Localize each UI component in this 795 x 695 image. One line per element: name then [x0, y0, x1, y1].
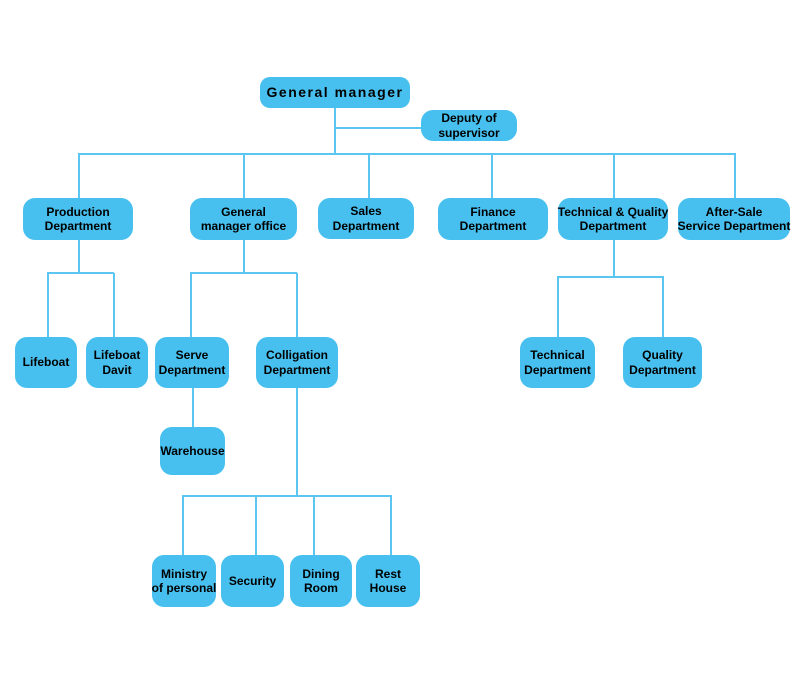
connector-line [182, 496, 184, 555]
connector-line [296, 388, 298, 496]
connector-line [613, 240, 615, 277]
connector-line [557, 276, 664, 278]
connector-line [78, 240, 80, 274]
connector-line [613, 154, 615, 198]
org-node-label: Technical Department [524, 348, 591, 377]
org-node-label: Deputy of supervisor [438, 111, 500, 140]
org-node-label: Production Department [44, 204, 112, 233]
org-node-label: Sales Department [332, 204, 400, 233]
connector-line [243, 154, 245, 198]
connector-line [390, 496, 392, 555]
connector-line [78, 153, 736, 155]
connector-line [255, 496, 257, 555]
connector-line [334, 127, 422, 129]
connector-line [734, 154, 736, 198]
org-node-colligation-department: Colligation Department [256, 337, 338, 388]
org-node-technical-department: Technical Department [520, 337, 595, 388]
org-node-warehouse: Warehouse [160, 427, 225, 475]
org-node-sales-department: Sales Department [318, 198, 414, 239]
connector-line [47, 272, 114, 274]
connector-line [662, 277, 664, 337]
connector-line [313, 496, 315, 555]
org-node-label: Serve Department [158, 348, 226, 377]
org-node-label: Security [228, 573, 277, 588]
org-node-label: Rest House [369, 566, 407, 595]
connector-line [182, 495, 392, 497]
org-node-label: Dining Room [302, 566, 340, 595]
org-node-security: Security [221, 555, 284, 607]
org-node-label: Warehouse [160, 443, 225, 458]
org-node-label: After-Sale Service Department [677, 204, 791, 233]
org-node-label: Colligation Department [263, 348, 331, 377]
org-node-label: General manager [266, 84, 404, 101]
org-node-label: Finance Department [459, 204, 527, 233]
connector-line [243, 240, 245, 274]
org-node-label: Lifeboat Davit [93, 348, 141, 377]
org-node-label: Ministry of personal [151, 566, 217, 595]
connector-line [557, 277, 559, 337]
org-node-label: Lifeboat [22, 355, 70, 370]
org-node-deputy-of-supervisor: Deputy of supervisor [421, 110, 517, 141]
org-node-serve-department: Serve Department [155, 337, 229, 388]
connector-line [296, 273, 298, 337]
connector-line [334, 108, 336, 154]
org-node-label: General manager office [200, 204, 287, 233]
org-node-ministry-of-personal: Ministry of personal [152, 555, 216, 607]
org-node-rest-house: Rest House [356, 555, 420, 607]
connector-line [190, 272, 297, 274]
org-node-finance-department: Finance Department [438, 198, 548, 240]
org-node-quality-department: Quality Department [623, 337, 702, 388]
connector-line [192, 388, 194, 427]
org-node-label: Quality Department [629, 348, 696, 377]
org-node-general-manager-office: General manager office [190, 198, 297, 240]
connector-line [190, 273, 192, 337]
org-node-technical-quality-department: Technical & Quality Department [558, 198, 668, 240]
org-node-lifeboat: Lifeboat [15, 337, 77, 388]
connector-line [113, 273, 115, 337]
connector-line [368, 154, 370, 198]
org-node-dining-room: Dining Room [290, 555, 352, 607]
org-node-production-department: Production Department [23, 198, 133, 240]
org-node-label: Technical & Quality Department [557, 204, 669, 233]
connector-line [47, 273, 49, 337]
connector-line [78, 154, 80, 198]
org-node-after-sale-service-department: After-Sale Service Department [678, 198, 790, 240]
org-node-general-manager: General manager [260, 77, 410, 108]
connector-line [491, 154, 493, 198]
org-node-lifeboat-davit: Lifeboat Davit [86, 337, 148, 388]
